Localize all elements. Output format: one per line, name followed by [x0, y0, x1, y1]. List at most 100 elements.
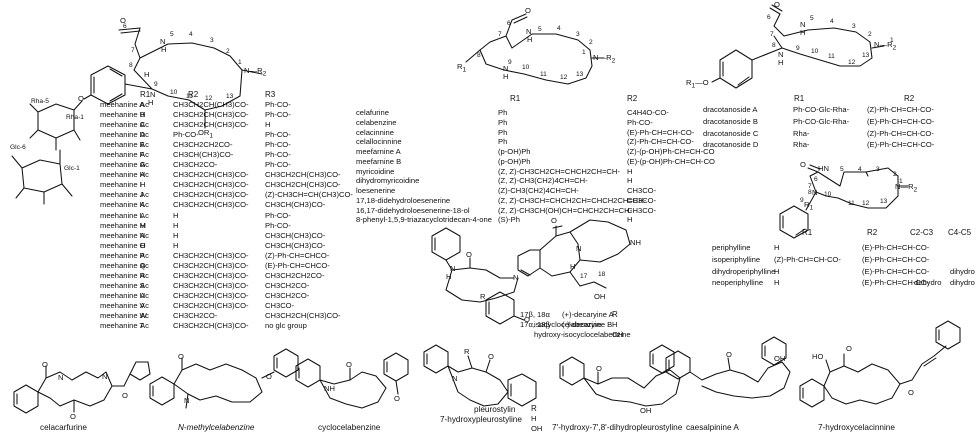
r1-value: H [774, 243, 780, 252]
r2-value: H [627, 166, 633, 176]
isocyclo-h: H [446, 272, 452, 281]
hydroxycelacinnine-o2: O [908, 388, 914, 397]
r2-value: CH3CH2CH(CH3)CO- [173, 270, 249, 280]
peri-ring-num-13: 13 [880, 198, 888, 205]
isocyclo-r-2: OH [612, 330, 624, 339]
generic-ring-num-12: 12 [560, 74, 568, 81]
decaryine-o: O [551, 216, 557, 225]
periphylline-phenyl-ring [779, 205, 809, 239]
hydroxycelacinnine-name: 7-hydroxycelacinnine [818, 423, 895, 432]
meehanine-carbonyl-o: O [120, 16, 126, 25]
compound-name: meehanine E [100, 140, 145, 150]
compound-name: meehanine K [100, 200, 145, 210]
peri-ring-num-10: 10 [824, 191, 832, 198]
compound-name: dihydromyricoidine [356, 176, 420, 186]
draco-r1-column: Ph-CO-Glc-Rha-Ph-CO-Glc-Rha-Rha-Rha- [793, 104, 849, 151]
r2-value: (Z)-Ph-CH=CH-CO- [627, 137, 694, 147]
compound-name: dracotanoside B [703, 116, 758, 126]
pleurostylin-name: pleurostylin [474, 405, 516, 414]
r1-value: Ac [140, 170, 149, 180]
peri-header-r1: R1 [802, 228, 813, 237]
draco-ring-num-11: 11 [828, 53, 835, 60]
compound-name: neoperiphylline [712, 278, 764, 288]
r2-value: C4H4O-CO- [627, 108, 669, 117]
meehanine-macrocycle [118, 27, 263, 129]
r1-value: Ac [140, 260, 149, 270]
compound-name: meehanine A [100, 100, 145, 109]
compound-name: meehanine S [100, 280, 145, 290]
cyclocelabenzine-structure [295, 352, 409, 409]
r1-value: Ac [140, 150, 149, 160]
meehanine-ring-num-10: 10 [170, 89, 178, 96]
r2-value: CH3CH2CH(CH3)CO- [173, 280, 249, 290]
r1-value: H [774, 266, 780, 276]
dihydropleuro-o: O [596, 364, 602, 373]
meehanine-c8-h: H [144, 70, 150, 79]
compound-name: meehanine G [100, 160, 146, 170]
r1-value: Rha- [793, 128, 810, 138]
meehanine-ring-num-12: 12 [205, 95, 213, 102]
cyclocelabenzine-nh: NH [324, 384, 335, 393]
draco-r2-column: (Z)-Ph-CH=CH-CO-(E)-Ph-CH=CH-CO-(Z)-Ph-C… [867, 104, 934, 151]
r3-value: CH3CH2CH2CO- [265, 270, 325, 280]
r2-value: CH3CH2CH(CH3)CO- [173, 200, 249, 210]
compound-name: 16,17-didehydroloesenerine-18-ol [356, 205, 470, 215]
compound-name: meehanine W [100, 310, 147, 320]
generic-ring-num-10: 10 [522, 64, 530, 71]
peri-n1-r2: N—R2 [895, 182, 918, 194]
r2-value: (Z)-(p-OH)Ph-CH=CH-CO [627, 147, 715, 156]
r2-value: CH3CH2CH(CH3)CO- [173, 321, 249, 331]
periphylline-macrocycle [805, 164, 909, 211]
generic-carbonyl-o: O [525, 6, 531, 15]
r2-value: CH3CH2CH(CH3)CO- [173, 300, 249, 310]
r2-value: CH3CH2CH(CH3)CO- [173, 180, 249, 190]
meehanine-ring-num-4: 4 [189, 31, 193, 38]
draco-ring-num-1: 1 [890, 37, 894, 44]
c2c3-value [914, 266, 941, 278]
draco-ring-num-10: 10 [811, 48, 819, 55]
r1-value: Rha- [793, 140, 810, 150]
r2-value: (E)-Ph-CH=CH-CO- [862, 278, 930, 288]
compound-name: 17,18-didehydroloesenerine [356, 195, 451, 205]
r3-value: CH3CH2CO- [265, 280, 310, 290]
r3-value: Ph-CO- [265, 220, 291, 230]
generic-n9: N [503, 64, 509, 73]
meehanine-ring-num-9: 9 [154, 81, 158, 88]
generic-ring-num-2: 2 [589, 39, 593, 46]
compound-name: celafurine [356, 108, 389, 117]
meehanine-n-r2: N—R2 [244, 66, 267, 78]
r3-value: CH3CO- [265, 300, 295, 310]
peri-carbonyl-o: O [800, 160, 806, 169]
compound-name: meehanine V [100, 300, 145, 310]
cyclocelabenzine-o1: O [346, 360, 352, 369]
r1-value: Ac [140, 300, 149, 310]
compound-name: celallocinnine [356, 137, 402, 147]
compound-name: meehanine H [100, 170, 146, 180]
r3-value: Ph-CO- [265, 110, 291, 120]
r1-value: Ph [498, 117, 508, 127]
compound-name: meehanine I [100, 180, 142, 190]
meehanine-ether-o: O [78, 94, 84, 103]
draco-ring-num-12: 12 [848, 59, 856, 66]
r1-value: (Z, Z)-CH3(CH2)4CH=CH- [498, 176, 588, 186]
dihydropleurostyline-structure [559, 344, 681, 407]
r2-value: CH3CH2CH(CH3)CO- [173, 260, 249, 270]
c4c5-value: dihydro [950, 278, 975, 288]
isocyclo-r: R [480, 292, 486, 301]
peri-ring-num-3: 3 [876, 166, 880, 173]
r3-value: CH3CH2CO- [265, 290, 310, 300]
r3-value: Ph-CO- [265, 140, 291, 150]
caesalpinine-name: caesalpinine A [686, 423, 739, 432]
r3-value: Ph-CO- [265, 160, 291, 170]
compound-name: meehanine B [100, 110, 145, 120]
dracotanoside-phenyl-ring [711, 49, 753, 89]
decaryine-c18: 18 [598, 271, 606, 278]
peri-ring-num-6: 6 [814, 176, 818, 183]
draco-n1-r2: N—R2 [874, 40, 897, 52]
compound-name: meehanine C [100, 120, 146, 130]
